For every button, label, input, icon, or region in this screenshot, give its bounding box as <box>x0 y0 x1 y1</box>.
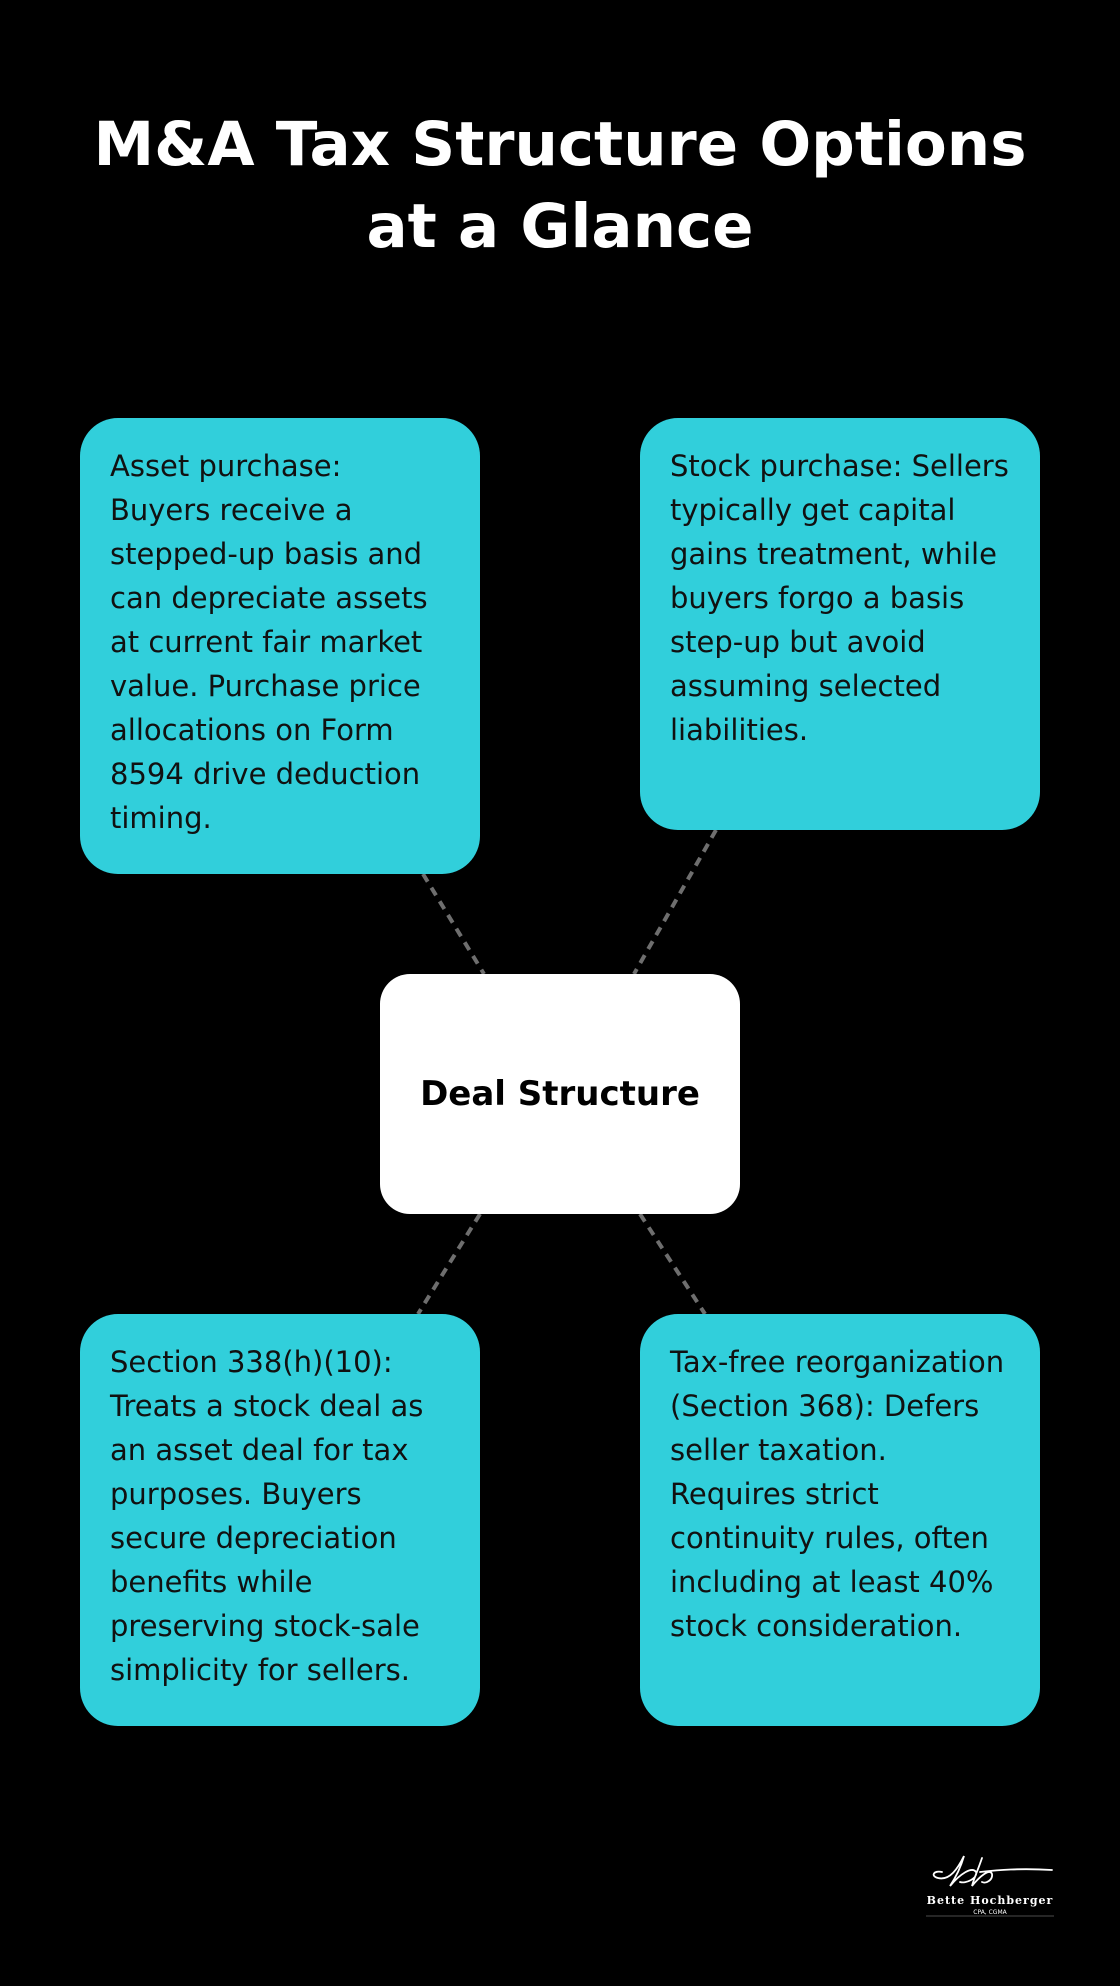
option-card-tax-free-reorganization: Tax-free reorganization (Section 368): D… <box>640 1314 1040 1726</box>
connector-top-left <box>421 872 486 976</box>
center-node: Deal Structure <box>380 974 740 1214</box>
option-card-asset-purchase: Asset purchase: Buyers receive a stepped… <box>80 418 480 874</box>
option-card-stock-purchase: Stock purchase: Sellers typically get ca… <box>640 418 1040 830</box>
option-card-section-338: Section 338(h)(10): Treats a stock deal … <box>80 1314 480 1726</box>
signature-mark <box>932 1855 1053 1887</box>
option-text: Section 338(h)(10): Treats a stock deal … <box>110 1345 424 1687</box>
option-text: Stock purchase: Sellers typically get ca… <box>670 449 1009 747</box>
brand-logo: Bette Hochberger CPA, CGMA <box>926 1855 1054 1917</box>
option-text: Tax-free reorganization (Section 368): D… <box>670 1345 1005 1643</box>
connector-top-right <box>632 829 718 975</box>
option-text: Asset purchase: Buyers receive a stepped… <box>110 449 428 835</box>
connector-bottom-right <box>638 1212 707 1316</box>
page-title: M&A Tax Structure Options at a Glance <box>93 109 1027 262</box>
logo-credentials: CPA, CGMA <box>973 1909 1007 1916</box>
logo-name: Bette Hochberger <box>927 1894 1054 1907</box>
center-label: Deal Structure <box>420 1074 700 1114</box>
connector-bottom-left <box>416 1212 482 1316</box>
